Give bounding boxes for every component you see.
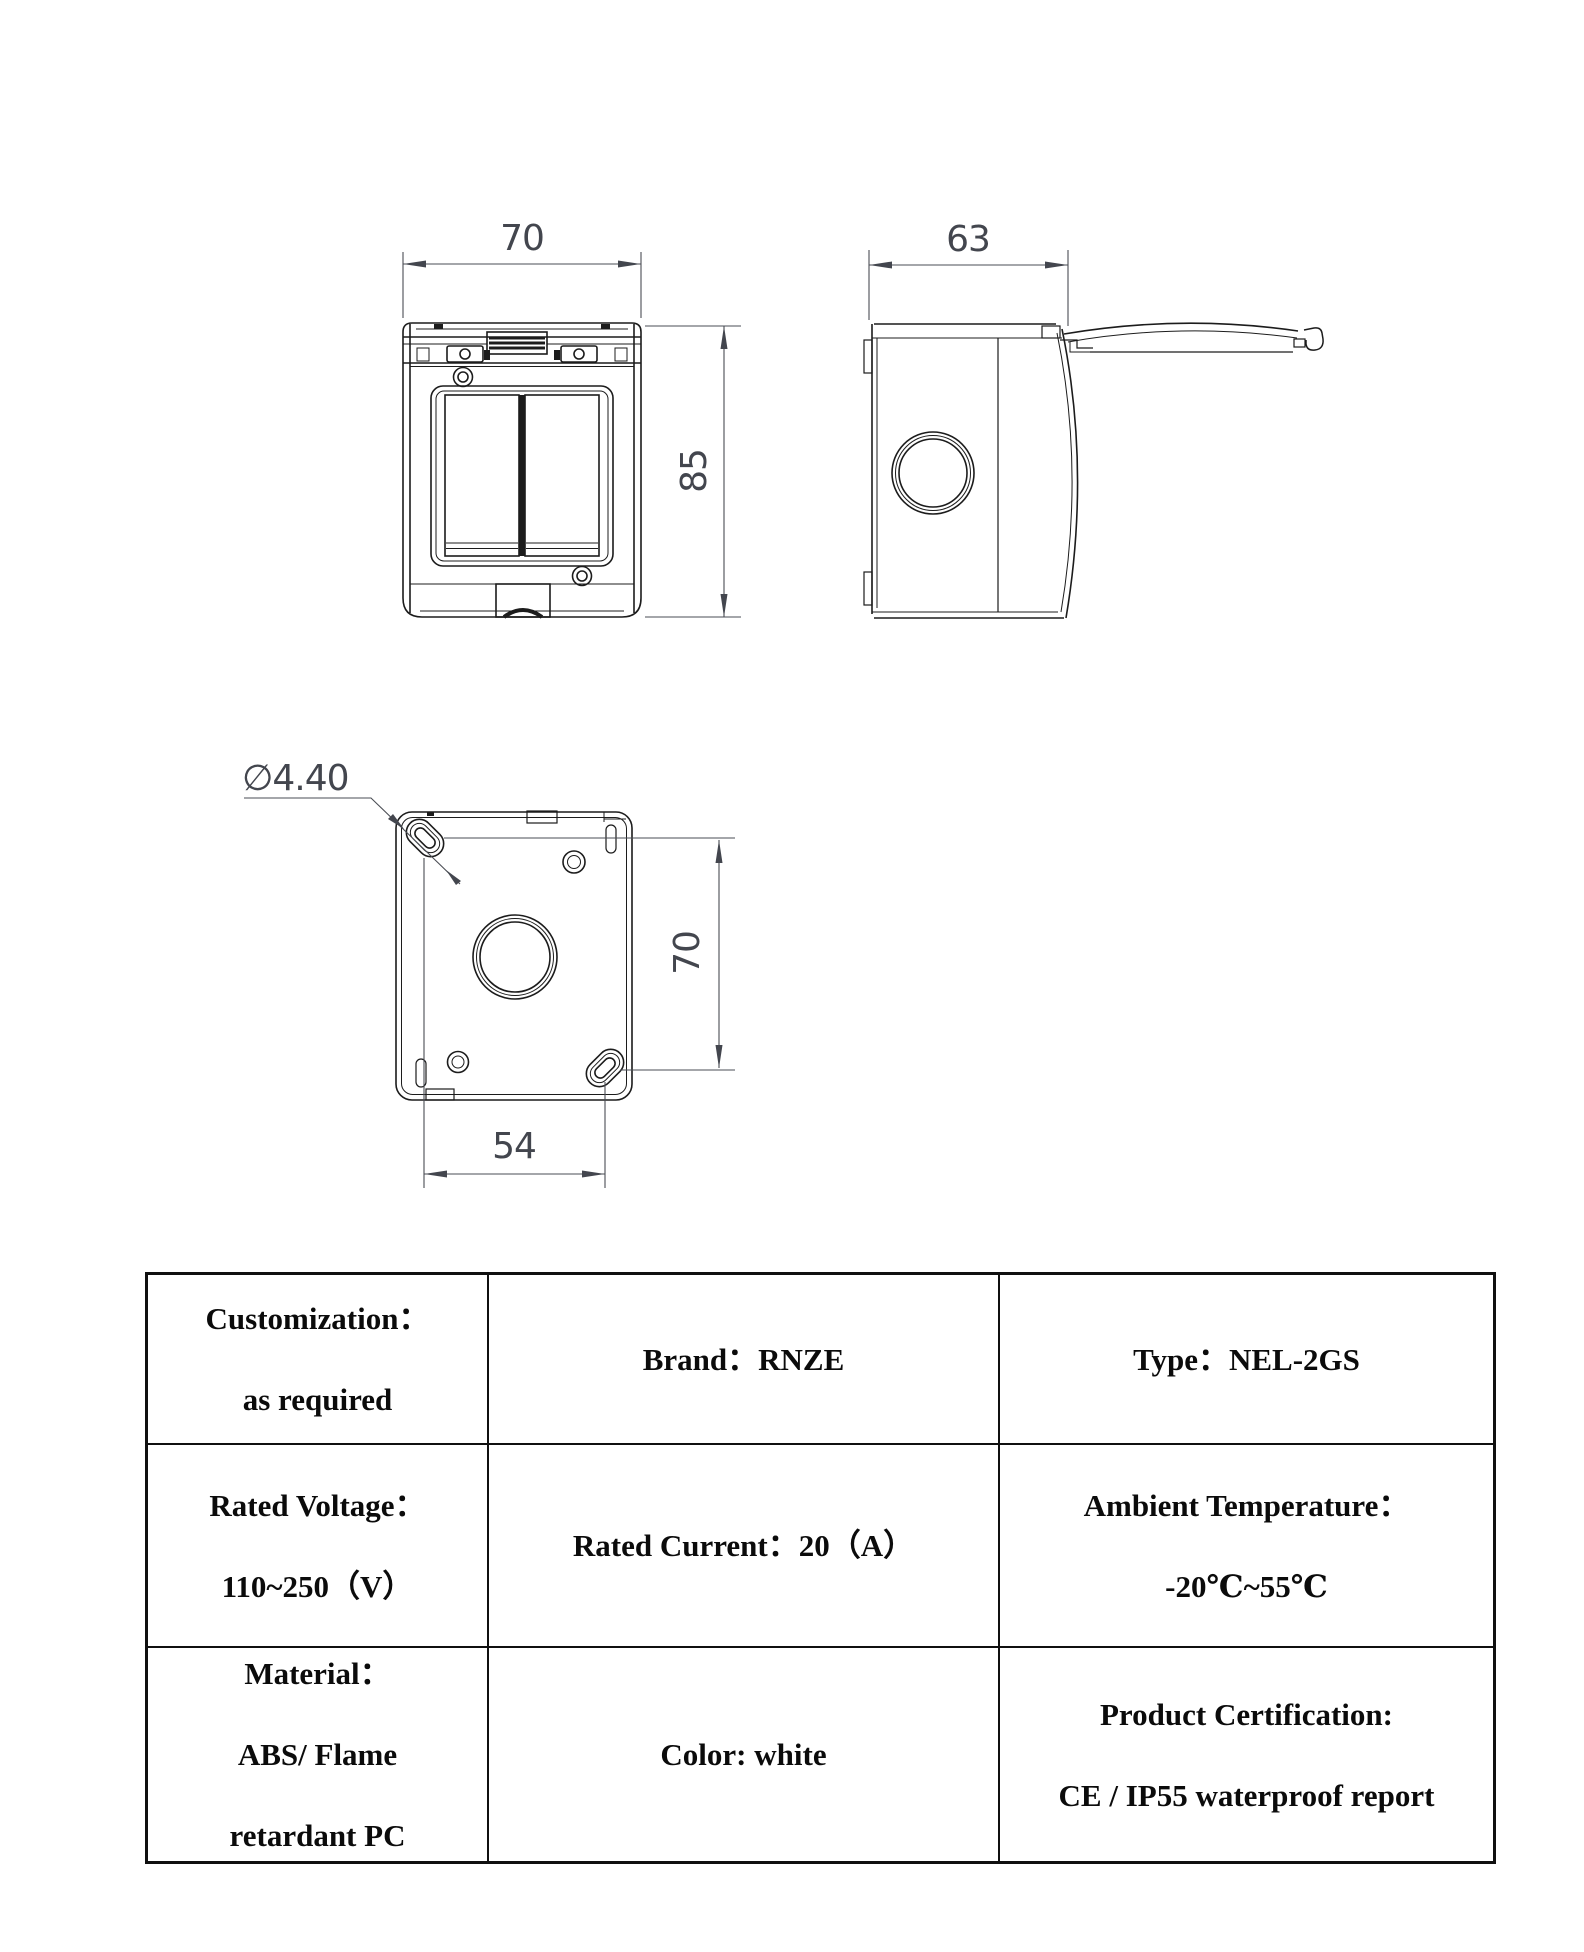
spec-cell-type: Type：NEL-2GS <box>1000 1275 1493 1445</box>
spec-label: Color: white <box>660 1737 827 1772</box>
spec-label: Rated Voltage： <box>209 1487 426 1523</box>
back-horizontal-dim-text: 54 <box>492 1126 536 1167</box>
screw-top-left <box>452 366 474 388</box>
spec-label: Product Certification: <box>1100 1696 1393 1732</box>
spec-value: as required <box>242 1382 393 1417</box>
side-clip-top <box>863 339 873 374</box>
screw-bottom-right <box>571 565 593 587</box>
screw-boss-bottom-left <box>446 1050 470 1074</box>
back-horizontal-dimension: 54 <box>423 858 606 1188</box>
front-width-dimension: 70 <box>402 218 642 318</box>
mounting-slot-top-left <box>405 818 445 858</box>
switch-plate <box>430 385 614 567</box>
front-height-dimension: 85 <box>645 325 741 618</box>
spec-label: Material： <box>244 1656 391 1691</box>
spec-value: 110~250（V） <box>221 1568 414 1604</box>
spec-cell-certification: Product Certification: CE / IP55 waterpr… <box>1000 1648 1493 1861</box>
back-vertical-dim-text: 70 <box>667 931 708 975</box>
spec-cell-customization: Customization： as required <box>148 1275 489 1445</box>
bottom-latch <box>495 583 551 619</box>
back-bottom-tab <box>425 1088 455 1101</box>
rocker-switch-right <box>524 394 600 557</box>
open-lid-flap <box>1063 322 1324 353</box>
screw-boss-top-right <box>562 850 586 874</box>
cable-entry-hole <box>891 431 975 515</box>
back-vertical-dimension: 70 <box>444 837 735 1071</box>
lid-side-curve <box>1056 328 1079 619</box>
spec-value: ABS/ Flame <box>237 1737 398 1772</box>
side-clip-bottom <box>863 571 873 606</box>
vent-slot-top-right <box>605 824 617 854</box>
front-height-dim-text: 85 <box>674 449 715 493</box>
spec-label: Brand：RNZE <box>642 1341 845 1377</box>
lid-hinge <box>486 331 548 355</box>
side-depth-dim-text: 63 <box>946 219 990 260</box>
spec-label: Rated Current：20（A） <box>572 1528 915 1563</box>
spec-cell-rated-current: Rated Current：20（A） <box>489 1445 1000 1648</box>
lid-clip-right <box>560 345 598 363</box>
spec-label: Type：NEL-2GS <box>1133 1341 1360 1377</box>
vent-slot-bottom-left <box>415 1058 427 1088</box>
rocker-switch-left <box>444 394 520 557</box>
spec-value: -20℃~55℃ <box>1165 1568 1328 1604</box>
spec-table: Customization： as required Brand：RNZE Ty… <box>145 1272 1496 1864</box>
spec-cell-color: Color: white <box>489 1648 1000 1861</box>
front-view <box>402 322 642 619</box>
front-body-outline <box>402 322 642 618</box>
hole-diameter-callout: ∅4.40 <box>242 758 461 885</box>
side-depth-dimension: 63 <box>868 219 1069 326</box>
technical-drawing: 70 85 <box>242 218 1324 1188</box>
lid-hook <box>1303 327 1324 351</box>
spec-label: Customization： <box>205 1301 430 1336</box>
hole-diameter-text: ∅4.40 <box>242 758 349 799</box>
lid-clip-left <box>446 345 484 363</box>
spec-value: retardant PC <box>229 1818 406 1853</box>
mounting-slot-bottom-right <box>585 1048 625 1088</box>
spec-label: Ambient Temperature： <box>1083 1487 1410 1523</box>
back-top-tab <box>526 810 558 824</box>
front-width-dim-text: 70 <box>500 218 544 259</box>
spec-cell-rated-voltage: Rated Voltage： 110~250（V） <box>148 1445 489 1648</box>
spec-cell-ambient-temperature: Ambient Temperature： -20℃~55℃ <box>1000 1445 1493 1648</box>
spec-cell-brand: Brand：RNZE <box>489 1275 1000 1445</box>
spec-value: CE / IP55 waterproof report <box>1058 1777 1435 1813</box>
side-view <box>863 322 1324 619</box>
back-view <box>395 810 633 1101</box>
knockout-hole <box>472 914 558 1000</box>
spec-cell-material: Material： ABS/ Flame retardant PC <box>148 1648 489 1861</box>
